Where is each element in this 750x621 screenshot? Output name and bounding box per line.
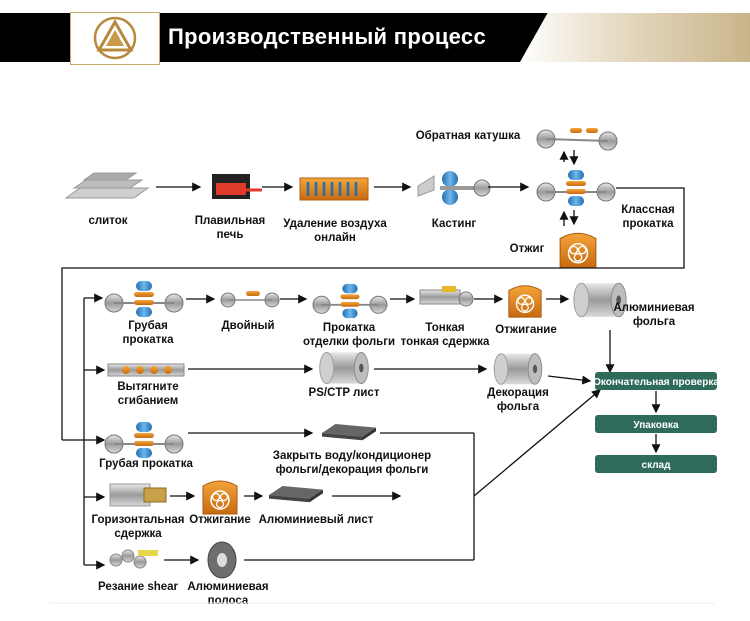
label-annealing-1: Отжигание [495,324,557,336]
label-casting: Кастинг [432,218,477,230]
label-annealing-2: Отжигание [189,514,251,526]
label-close-2: фольги/декорация фольги [276,464,429,476]
label-strip-1: Алюминиевая [187,581,268,593]
page-title: Производственный процесс [168,24,486,49]
label-ingot: слиток [88,215,127,227]
label-ps-ctp: PS/CTP лист [309,387,380,399]
label-al-foil-1: Алюминиевая [613,302,694,314]
coil-roll-icon [493,353,543,385]
label-class-roll-1: Классная [621,204,675,216]
label-horizontal-1: Горизонтальная [92,514,185,526]
ingot-stack-icon [64,172,150,199]
furnace-icon [212,174,262,199]
caster-rolls-icon [417,171,491,205]
label-deco-2: фольга [497,401,540,413]
packing-box: Упаковка [595,415,717,433]
label-furnace-1: Плавильная [195,215,266,227]
rewind-mill-icon [536,128,618,151]
label-shear: Резание shear [98,581,179,593]
horizontal-hold-icon [109,483,167,507]
double-roll-icon [220,291,280,308]
company-logo [70,12,160,65]
packing-label: Упаковка [633,420,679,431]
label-finish-roll-2: отделки фольги [303,336,395,348]
inspection-label: Окончательная проверка [593,377,719,388]
label-horizontal-2: сдержка [114,528,162,540]
inspection-box: Окончательная проверка [593,372,719,390]
triangle-logo-icon [93,16,137,60]
arrow-deco-inspection [547,375,592,385]
label-furnace-2: печь [217,229,244,241]
label-stretch-2: сгибанием [118,395,179,407]
label-rewind: Обратная катушка [416,130,521,142]
thin-roll-icon [419,286,474,307]
label-rough-roll-1b: прокатка [123,334,175,346]
label-thin-1: Тонкая [425,322,464,334]
annealing-furnace-icon [508,285,542,318]
strip-coil-icon [207,541,237,579]
stretch-bend-icon [107,363,185,377]
degas-trough-icon [299,177,369,201]
label-degas-1: Удаление воздуха [283,218,387,230]
rolling-mill-icon [312,282,388,320]
warehouse-box: склад [595,455,717,473]
label-al-foil-2: фольга [633,316,676,328]
annealing-furnace-icon [559,232,597,269]
label-thin-2: тонкая сдержка [401,336,490,348]
connector-main [61,187,685,440]
sheet-stack-icon [269,486,323,503]
coil-roll-icon [319,351,369,385]
label-anneal-top: Отжиг [510,243,545,255]
warehouse-label: склад [642,460,672,471]
rolling-mill-icon [104,280,184,318]
label-close-1: Закрыть воду/кондиционер [273,450,431,462]
header-banner: Производственный процесс [0,0,750,65]
label-finish-roll-1: Прокатка [323,322,376,334]
label-stretch-1: Вытягните [117,381,178,393]
arrow-collector-inspection [473,389,601,497]
shear-icon [109,549,158,569]
rolling-mill-icon [104,421,184,459]
label-double: Двойный [221,320,274,332]
label-degas-2: онлайн [314,232,356,244]
label-rough-roll-1a: Грубая [128,320,168,332]
label-class-roll-2: прокатка [623,218,675,230]
header-gold-stripe [520,13,750,62]
annealing-furnace-icon [202,480,238,515]
rolling-mill-icon [536,169,616,207]
label-deco-1: Декорация [487,387,549,399]
sheet-stack-icon [322,424,376,441]
label-strip-2: полоса [208,595,249,607]
label-rough-roll-2: Грубая прокатка [99,458,193,470]
label-al-sheet: Алюминиевый лист [259,514,374,526]
